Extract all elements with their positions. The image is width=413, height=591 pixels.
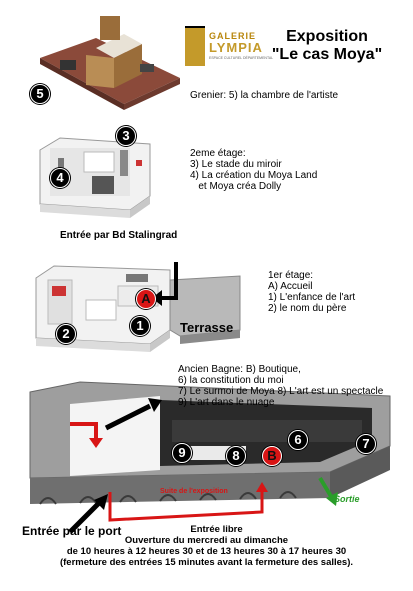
footer-line-3: de 10 heures à 12 heures 30 et de 13 heu… [66, 546, 347, 557]
bagne-caption: Ancien Bagne: B) Boutique, 6) la constit… [178, 364, 383, 408]
bagne-line: Ancien Bagne: B) Boutique, [178, 364, 301, 375]
etage2-line: 2eme étage: [190, 148, 246, 159]
entree-port-label: Entrée par le port [22, 524, 122, 538]
footer-line-2: Ouverture du mercredi au dimanche [124, 535, 289, 546]
room-badge-2: 2 [56, 324, 76, 344]
etage2-line: 4) La création du Moya Land [190, 170, 318, 181]
room-badge-B: B [262, 446, 282, 466]
logo-line-3: ESPACE CULTUREL DÉPARTEMENTAL [209, 56, 274, 60]
entree-stalingrad-label: Entrée par Bd Stalingrad [60, 230, 178, 241]
terrasse-label: Terrasse [180, 320, 234, 335]
etage2-line: et Moya créa Dolly [190, 181, 282, 192]
exhibition-title: Exposition "Le cas Moya" [252, 28, 402, 64]
logo-line-2: LYMPIA [209, 40, 263, 55]
footer-line-4: (fermeture des entrées 15 minutes avant … [59, 557, 354, 568]
room-badge-5: 5 [30, 84, 50, 104]
etage2-caption: 2eme étage: 3) Le stade du miroir 4) La … [190, 148, 317, 192]
galerie-lympia-logo: GALERIE LYMPIA ESPACE CULTUREL DÉPARTEME… [185, 26, 273, 66]
etage2-floor [39, 137, 151, 218]
bagne-floor [29, 381, 391, 534]
grenier-floor [40, 16, 180, 110]
room-badge-6: 6 [288, 430, 308, 450]
room-badge-8: 8 [226, 446, 246, 466]
room-badge-9: 9 [172, 443, 192, 463]
room-badge-1: 1 [130, 316, 150, 336]
logo-line-1: GALERIE [209, 31, 257, 41]
room-badge-A: A [136, 289, 156, 309]
etage1-line: 2) le nom du père [268, 303, 347, 314]
room-badge-3: 3 [116, 126, 136, 146]
grenier-caption: Grenier: 5) la chambre de l'artiste [190, 90, 339, 101]
etage1-caption: 1er étage: A) Accueil 1) L'enfance de l'… [268, 270, 355, 314]
title-line-2: "Le cas Moya" [271, 46, 383, 63]
title-line-1: Exposition [286, 28, 368, 45]
bagne-line: 9) L'art dans le nuage [178, 397, 275, 408]
etage1-line: 1er étage: [268, 270, 314, 281]
sortie-label: Sortie [334, 494, 360, 504]
suite-exposition-label: Suite de l'exposition [160, 488, 228, 495]
footer-info: Entrée libre Ouverture du mercredi au di… [0, 524, 413, 568]
etage1-line: 1) L'enfance de l'art [268, 292, 356, 303]
bagne-line: 6) la constitution du moi [178, 375, 284, 386]
etage2-line: 3) Le stade du miroir [190, 159, 282, 170]
bagne-line: 7) Le surmoi de Moya 8) L'art est un spe… [178, 386, 384, 397]
etage1-line: A) Accueil [268, 281, 313, 292]
room-badge-7: 7 [356, 434, 376, 454]
logo-emblem-icon [185, 26, 205, 66]
room-badge-4: 4 [50, 168, 70, 188]
footer-line-1: Entrée libre [190, 524, 243, 535]
